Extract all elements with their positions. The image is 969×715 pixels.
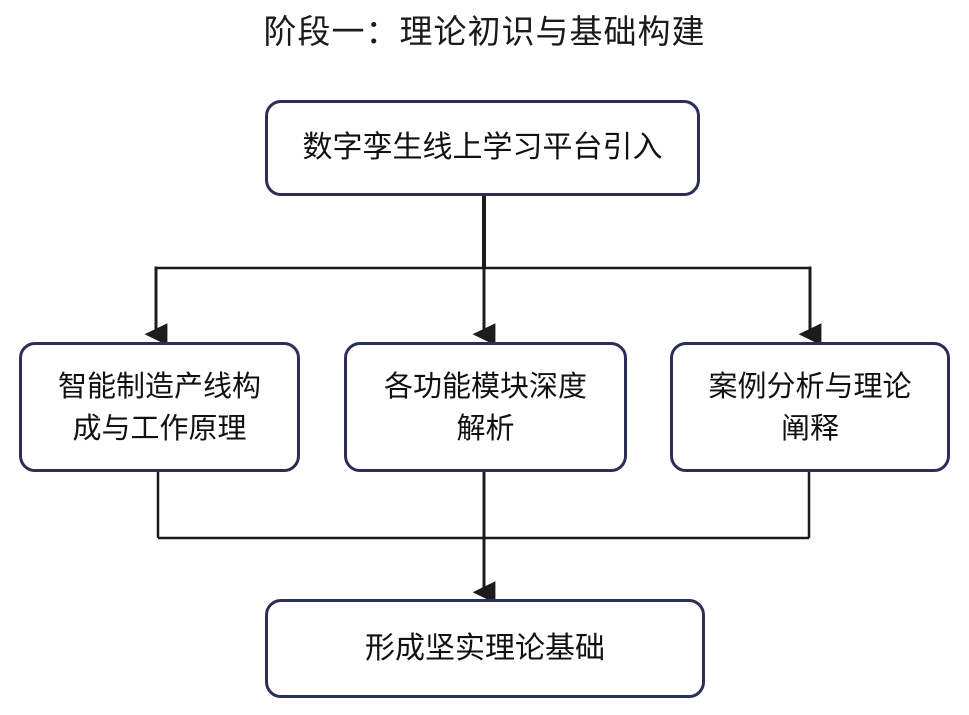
- page-title: 阶段一：理论初识与基础构建: [263, 12, 706, 51]
- flow-node-branch-left-label: 智能制造产线构 成与工作原理: [57, 369, 261, 445]
- flow-node-branch-left[interactable]: 智能制造产线构 成与工作原理: [19, 342, 300, 472]
- flow-node-branch-right-label: 案例分析与理论 阐释: [708, 369, 912, 445]
- flow-node-branch-middle[interactable]: 各功能模块深度 解析: [344, 342, 627, 472]
- flow-node-branch-middle-label: 各功能模块深度 解析: [383, 369, 587, 445]
- flow-node-branch-right[interactable]: 案例分析与理论 阐释: [670, 342, 950, 472]
- flow-node-top-label: 数字孪生线上学习平台引入: [302, 130, 663, 165]
- flow-node-top[interactable]: 数字孪生线上学习平台引入: [265, 100, 700, 196]
- flow-node-bottom[interactable]: 形成坚实理论基础: [265, 599, 705, 698]
- flow-node-bottom-label: 形成坚实理论基础: [365, 630, 605, 666]
